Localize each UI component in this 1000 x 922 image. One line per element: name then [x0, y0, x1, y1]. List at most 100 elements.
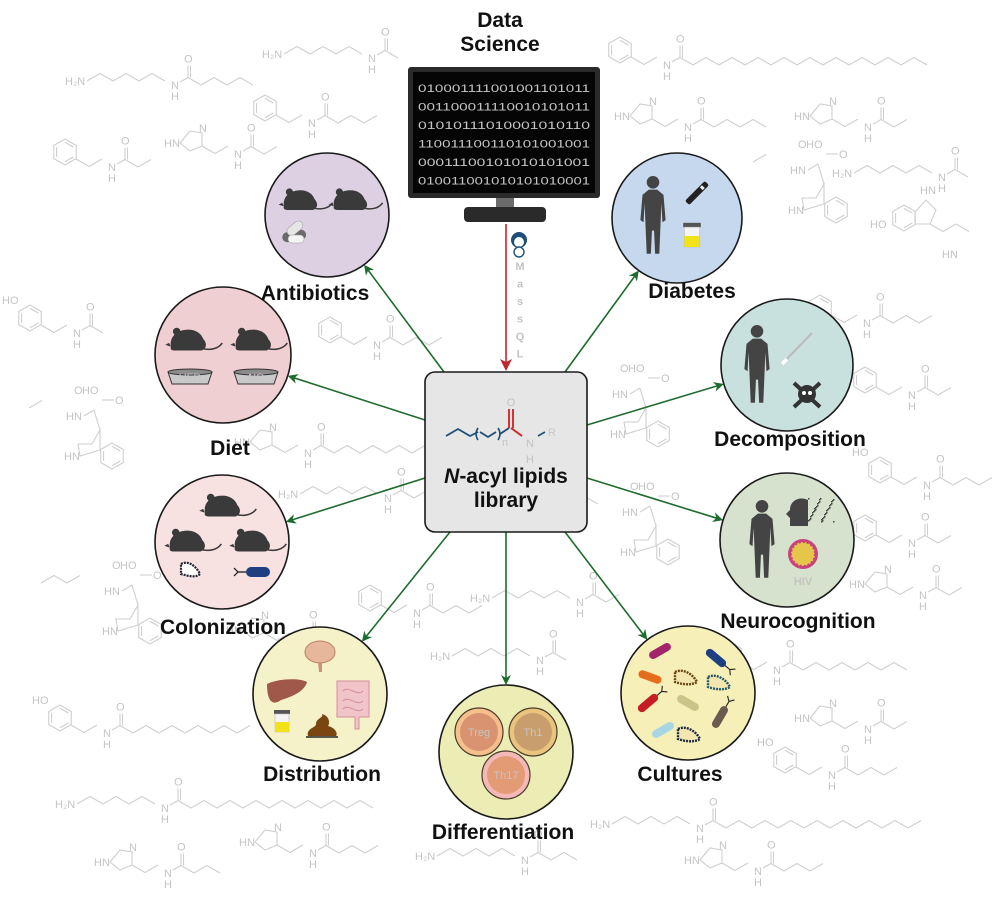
ring-double [903, 207, 913, 214]
center-title-rest: -acyl lipids [459, 465, 568, 488]
atom-o: O [507, 397, 516, 409]
bacterium-body [705, 648, 727, 668]
bond [629, 387, 641, 395]
bond-chain [875, 386, 903, 396]
bond [172, 865, 182, 871]
atom-n: N [829, 96, 837, 108]
atom-o: O [936, 454, 945, 466]
bacterium-icon [706, 674, 732, 691]
flagellum [725, 695, 735, 707]
atom-o: O [798, 139, 807, 151]
atom-n: N [164, 868, 172, 880]
ring [853, 366, 877, 394]
bond [81, 325, 91, 331]
bond-chain [712, 819, 922, 829]
particle [831, 503, 833, 505]
bowl-label: NC [248, 372, 264, 384]
center-title: N-acyl lipids library [425, 466, 587, 511]
r-bond [537, 431, 546, 437]
ring-double [64, 156, 74, 163]
swab-icon [783, 332, 813, 363]
atom-h: H [373, 351, 381, 363]
bacterium-icon [677, 695, 699, 711]
arrows [285, 224, 724, 685]
pill [286, 220, 304, 236]
bond-chain [537, 851, 578, 861]
massql-letter: a [517, 279, 524, 291]
ring [77, 427, 101, 457]
bond-chain [250, 146, 278, 155]
binary-row: 110011100110101001001 [418, 139, 590, 151]
node-circle-neurocognition [719, 472, 855, 608]
particle [816, 506, 818, 508]
bond-chain [299, 485, 379, 495]
particle [808, 498, 810, 500]
pill [287, 234, 305, 244]
monitor-stand [464, 207, 546, 222]
atom-n: N [413, 608, 421, 620]
atom-n: N [269, 422, 277, 434]
atom-h: H [576, 608, 584, 620]
atom-h: H [171, 91, 179, 103]
atom-n: N [304, 448, 312, 460]
bond-chain [929, 223, 970, 233]
bond-chain [276, 844, 304, 854]
head-dissolving-icon [786, 498, 835, 526]
bacterium-body [179, 561, 202, 578]
ring [100, 442, 124, 470]
particle [827, 509, 829, 511]
atom-o: O [876, 292, 885, 304]
bond [392, 490, 402, 496]
brain-icon [304, 640, 336, 672]
stool [307, 714, 337, 736]
ring-double [64, 141, 74, 148]
ring [623, 405, 647, 435]
atom-h: H [526, 454, 534, 466]
bond [111, 725, 121, 731]
bond-chain [124, 159, 152, 168]
ring [646, 420, 670, 448]
atom-o: O [841, 744, 850, 756]
bond [692, 119, 702, 125]
atom-n: N [308, 118, 316, 130]
particle [814, 508, 816, 510]
virus-label: HIV [794, 576, 813, 588]
atom-o: O [322, 822, 331, 834]
massql-letter: L [517, 349, 524, 361]
bond [871, 315, 881, 321]
atom-o: O [877, 96, 886, 108]
node-label-antibiotics: Antibiotics [260, 282, 370, 305]
atom-n: N [663, 60, 671, 72]
ring-double [111, 445, 121, 452]
bond-chain [770, 862, 824, 872]
bond-chain [844, 766, 898, 776]
ring-double [835, 199, 845, 206]
atom-hn: HN [684, 855, 700, 867]
bond-chain [830, 314, 858, 324]
atom-n: N [649, 96, 657, 108]
bond-chain [384, 50, 399, 59]
atom-n: N [684, 122, 692, 134]
atom-n: N [863, 318, 871, 330]
cell-nucleus [487, 756, 525, 794]
bacterium-icon [637, 685, 668, 713]
ring-double [819, 297, 829, 304]
ring-double [667, 556, 677, 563]
bond-chain [389, 336, 443, 346]
bond [316, 115, 326, 121]
bond-chain [651, 118, 679, 128]
particle [824, 516, 826, 518]
atom-nh2: H₂N [832, 168, 852, 180]
atom-n: N [526, 438, 534, 450]
bacterium-icon [649, 643, 671, 659]
flagellum [724, 665, 736, 676]
ring-double [864, 517, 874, 524]
bond-chain [679, 56, 928, 66]
